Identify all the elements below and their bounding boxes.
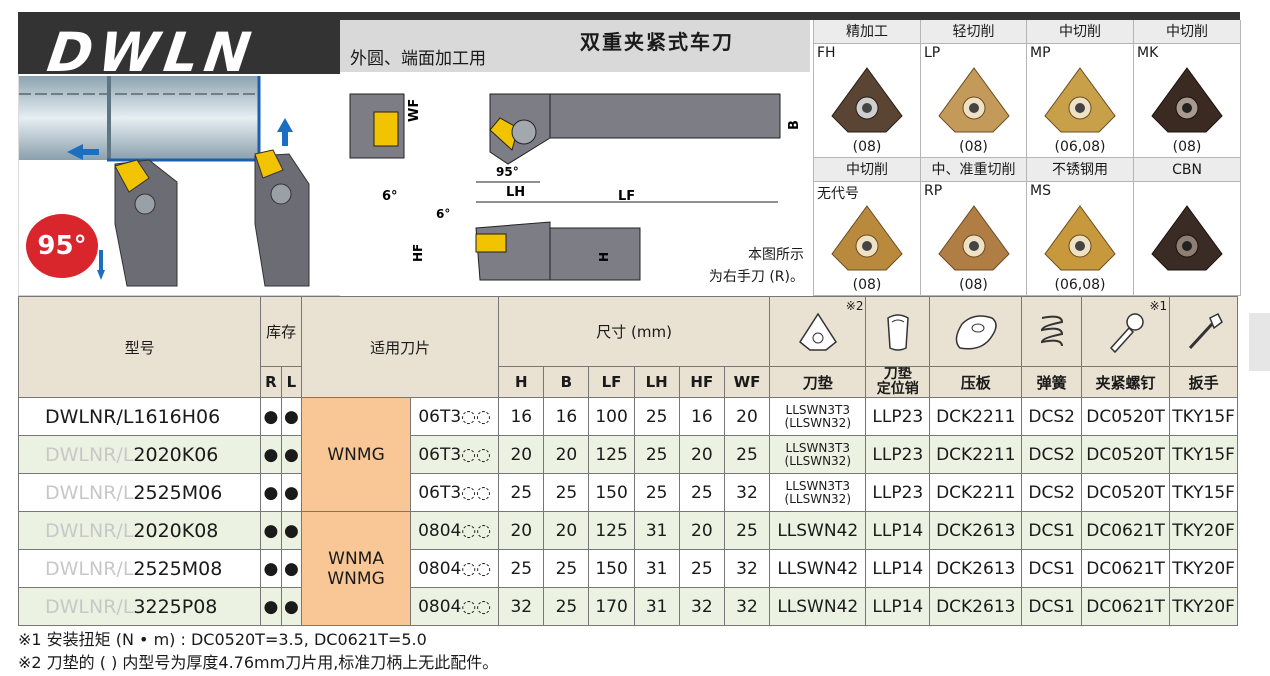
insert-head: 轻切削 [921,20,1027,44]
spec-table: 型号 库存 适用刀片 尺寸 (mm) ※2 ※1 [17,296,1238,626]
dim-hf-label: HF [411,244,425,262]
grade-cell: WNMA WNMG [301,511,411,626]
header-dim-hf: HF [678,366,725,398]
header-wrench-icon-cell [1169,296,1238,367]
header-part-clamp: 压板 [929,366,1023,398]
insert-ms-icon [1044,205,1116,271]
insert-card: MP (06,08) [1027,44,1134,158]
wrench-icon [1188,312,1223,349]
header-pad-icon-cell: ※2 [769,296,867,367]
clamp-screw-icon [1109,312,1144,353]
dim-lf-label: LF [618,189,635,204]
down-arrow-icon [97,270,105,280]
footnote-1: ※1 安装扭矩 (N • m) : DC0520T=3.5, DC0621T=5… [18,630,427,649]
insert-lp-icon [937,67,1010,133]
tool-left-icon [114,159,178,287]
angle-badge: 95° [26,214,98,278]
product-banner: DWLN [18,16,340,84]
header-dim-b: B [543,366,590,398]
insert-card [1134,182,1241,296]
clamp-icon [955,314,997,349]
header-stock-l: L [280,366,303,398]
dim-lh-label: LH [506,185,525,200]
hand-note: 本图所示 为右手刀 (R)。 [708,247,804,285]
header-spring-icon-cell [1021,296,1082,367]
header-insert: 适用刀片 [301,296,500,398]
model-cell: DWLNR/L2020K08 [17,511,262,550]
dimension-drawing: WF 6° B 95° LH LF 6° HF H 本图所示 为右手刀 (R)。 [340,72,810,296]
application-subtitle: 外圆、端面加工用 [350,49,486,69]
header-model: 型号 [17,296,262,398]
product-code: DWLN [43,21,261,84]
turning-diagram [19,76,310,287]
grade-cell: WNMG [301,397,411,512]
insert-standard-icon [831,205,903,271]
header-stock-r: R [260,366,282,398]
dim-95-label: 95° [496,165,519,179]
insert-head: 中、准重切削 [921,158,1027,182]
tool-right-icon [254,149,310,287]
header-part-pin: 刀垫 定位销 [865,366,931,398]
insert-head: 中切削 [1027,20,1134,44]
header-dim-h: H [498,366,545,398]
side-tab[interactable] [1249,313,1270,371]
shim-icon [798,312,837,351]
dim-6a-label: 6° [382,189,398,204]
model-cell: DWLNR/L1616H06 [17,397,262,436]
header-band [18,12,1240,20]
insert-head: 中切削 [1134,20,1241,44]
model-cell: DWLNR/L2525M06 [17,473,262,512]
insert-card: RP (08) [921,182,1027,296]
holder-dimension-svg: WF 6° B 95° LH LF 6° HF H [349,93,802,281]
insert-head: 不锈钢用 [1027,158,1134,182]
header-part-wrench: 扳手 [1169,366,1238,398]
model-cell: DWLNR/L3225P08 [17,587,262,626]
header-pin-icon-cell [865,296,931,367]
header-dim-wf: WF [723,366,771,398]
model-cell: DWLNR/L2525M08 [17,549,262,588]
insert-mk-icon [1151,67,1223,133]
insert-card: MS (06,08) [1027,182,1134,296]
insert-card: LP (08) [921,44,1027,158]
footnotes: ※1 安装扭矩 (N • m) : DC0520T=3.5, DC0621T=5… [18,628,498,674]
insert-rp-icon [937,205,1010,271]
dim-h-label: H [597,252,611,262]
shim-pin-icon [887,313,909,351]
header-part-spring: 弹簧 [1021,366,1082,398]
insert-mp-icon [1044,67,1116,133]
insert-card: MK (08) [1134,44,1241,158]
insert-head: 中切削 [814,158,921,182]
header-dim-lh: LH [633,366,680,398]
header-part-screw: 夹紧螺钉 [1080,366,1171,398]
header-dim-lf: LF [588,366,635,398]
header-stock: 库存 [260,296,303,367]
header-size: 尺寸 (mm) [498,296,771,367]
header-part-pad: 刀垫 [769,366,867,398]
insert-card: 无代号 (08) [814,182,921,296]
title-bar: 外圆、端面加工用 双重夹紧式车刀 [340,20,810,72]
insert-head: CBN [1134,158,1241,182]
spring-icon [1040,315,1063,346]
insert-card: FH (08) [814,44,921,158]
insert-cbn-icon [1151,205,1223,271]
model-cell: DWLNR/L2020K06 [17,435,262,474]
header-clamp-icon-cell [929,296,1023,367]
dim-b-label: B [787,120,802,130]
insert-fh-icon [831,67,903,133]
dim-wf-label: WF [407,99,422,122]
dim-6b-label: 6° [436,207,450,221]
insert-head: 精加工 [814,20,921,44]
insert-chipbreaker-grid: 精加工 轻切削 中切削 中切削 FH (08) LP (08) MP (06,0… [813,20,1241,296]
page-title: 双重夹紧式车刀 [580,30,734,54]
footnote-2: ※2 刀垫的 ( ) 内型号为厚度4.76mm刀片用,标准刀柄上无此配件。 [18,653,499,672]
header-screw-icon-cell: ※1 [1080,296,1171,367]
